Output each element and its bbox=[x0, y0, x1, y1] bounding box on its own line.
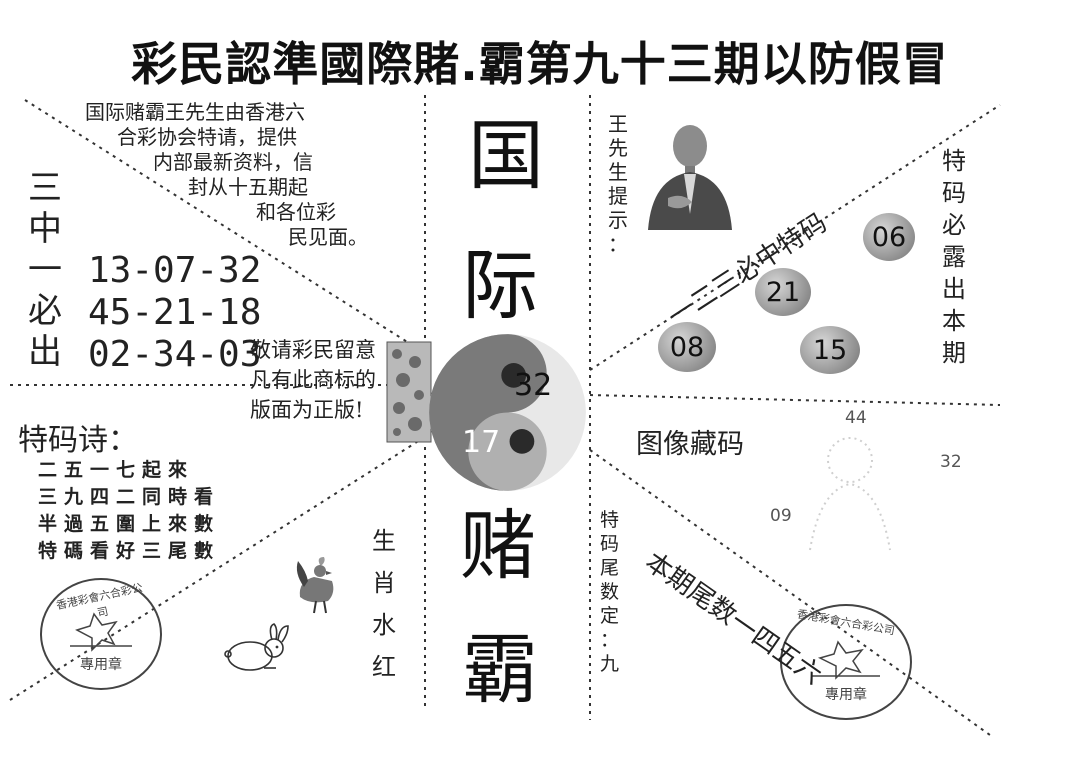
number-row: 45-21-18 bbox=[88, 292, 262, 333]
hidden-number: 44 bbox=[845, 408, 867, 428]
seal-stamp-right: 香港彩會六合彩公司 專用章 bbox=[780, 604, 912, 720]
shengxiao-vertical: 生 肖 水 红 bbox=[372, 520, 396, 688]
weishu-vertical: 特 码 尾 数 定 ： 九 bbox=[600, 508, 619, 676]
intro-line: 民见面。 bbox=[288, 225, 368, 249]
number-row: 13-07-32 bbox=[88, 250, 262, 291]
intro-line: 合彩协会特请，提供 bbox=[117, 125, 297, 149]
portrait-image bbox=[648, 125, 732, 230]
number-row: 02-34-03 bbox=[88, 334, 262, 375]
intro-line: 内部最新资料，信 bbox=[153, 150, 313, 174]
sanzhong-vertical: 三 中 一 必 出 bbox=[28, 168, 62, 373]
shengxiao-char: 生 bbox=[372, 527, 396, 555]
shengxiao-char: 肖 bbox=[372, 569, 396, 597]
wang-tip-char: 提 bbox=[608, 184, 628, 208]
poem-line: 二五一七起來 bbox=[38, 459, 195, 481]
tema-reveal-char: 本 bbox=[942, 307, 966, 335]
weishu-char: 码 bbox=[600, 533, 620, 555]
poem-line: 特碼看好三尾數 bbox=[38, 540, 221, 562]
page-title: 彩民認準國際賭.霸第九十三期以防假冒 bbox=[131, 37, 949, 91]
poem-line: 三九四二同時看 bbox=[38, 486, 221, 508]
weishu-char: ： bbox=[600, 629, 620, 651]
seal-center-text: 專用章 bbox=[80, 657, 122, 673]
seal-stamp-left: 香港彩會六合彩公司 專用章 bbox=[40, 578, 162, 690]
center-char: 际 bbox=[462, 241, 538, 330]
wang-tip-char: 生 bbox=[608, 160, 628, 184]
yinyang-number-top: 32 bbox=[514, 368, 553, 403]
wang-tip-char: ： bbox=[608, 232, 628, 256]
yinyang-number-bottom: 17 bbox=[462, 425, 501, 460]
tema-reveal-vertical: 特 码 必 露 出 本 期 bbox=[942, 145, 966, 369]
intro-text: 国际赌霸王先生由香港六 合彩协会特请，提供 内部最新资料，信 封从十五期起 和各… bbox=[60, 100, 400, 250]
number-ball: 08 bbox=[658, 322, 716, 372]
wang-tip-vertical: 王 先 生 提 示 ： bbox=[608, 112, 628, 256]
sanzhong-char: 出 bbox=[28, 332, 62, 372]
notice-line: 凡有此商标的 bbox=[250, 368, 376, 392]
tema-reveal-char: 露 bbox=[942, 243, 966, 271]
number-ball: 15 bbox=[800, 326, 860, 374]
tema-reveal-char: 必 bbox=[942, 211, 966, 239]
notice-line: 版面为正版! bbox=[250, 398, 364, 422]
hidden-number: 32 bbox=[940, 452, 962, 472]
weishu-char: 尾 bbox=[600, 557, 620, 579]
poem-line: 半過五圍上來數 bbox=[38, 513, 221, 535]
center-char: 赌 bbox=[460, 501, 536, 590]
tema-reveal-char: 期 bbox=[942, 339, 966, 367]
weishu-char: 特 bbox=[600, 509, 620, 531]
center-char: 霸 bbox=[462, 625, 538, 714]
seal-star-icon bbox=[70, 612, 132, 652]
tema-reveal-char: 特 bbox=[942, 147, 966, 175]
seal-center-text: 專用章 bbox=[825, 687, 867, 703]
sanzhong-char: 必 bbox=[28, 291, 62, 331]
seal-star-icon bbox=[812, 640, 880, 680]
intro-line: 和各位彩 bbox=[256, 200, 336, 224]
tema-reveal-char: 出 bbox=[942, 275, 966, 303]
weishu-char: 九 bbox=[600, 653, 620, 675]
tema-reveal-char: 码 bbox=[942, 179, 966, 207]
trademark-logo-icon bbox=[386, 341, 432, 443]
hidden-number: 09 bbox=[770, 506, 792, 526]
wang-tip-char: 示 bbox=[608, 208, 628, 232]
poem-lines: 二五一七起來 三九四二同時看 半過五圍上來數 特碼看好三尾數 bbox=[38, 457, 220, 565]
yin-yang-icon bbox=[429, 334, 586, 491]
poem-title: 特码诗： bbox=[18, 423, 138, 458]
shengxiao-char: 水 bbox=[372, 611, 396, 639]
rooster-icon bbox=[296, 557, 334, 614]
authenticity-notice: 敬请彩民留意 凡有此商标的 版面为正版! bbox=[250, 335, 410, 425]
wang-tip-char: 先 bbox=[608, 136, 628, 160]
sanzhong-char: 一 bbox=[28, 250, 62, 290]
sanzhong-char: 三 bbox=[28, 168, 62, 208]
intro-line: 国际赌霸王先生由香港六 bbox=[85, 100, 305, 124]
wang-tip-char: 王 bbox=[608, 112, 628, 136]
intro-line: 封从十五期起 bbox=[188, 175, 308, 199]
hidden-figure-image bbox=[809, 437, 891, 551]
number-rows: 13-07-32 45-21-18 02-34-03 bbox=[88, 250, 261, 376]
number-ball: 06 bbox=[863, 213, 915, 261]
notice-line: 敬请彩民留意 bbox=[250, 338, 376, 362]
weishu-char: 定 bbox=[600, 605, 620, 627]
hidden-image-label: 图像藏码 bbox=[636, 429, 744, 460]
center-char: 国 bbox=[468, 111, 544, 200]
number-ball: 21 bbox=[755, 268, 811, 316]
rabbit-icon bbox=[224, 623, 289, 671]
shengxiao-char: 红 bbox=[372, 653, 396, 681]
sanzhong-char: 中 bbox=[28, 209, 62, 249]
weishu-char: 数 bbox=[600, 581, 620, 603]
